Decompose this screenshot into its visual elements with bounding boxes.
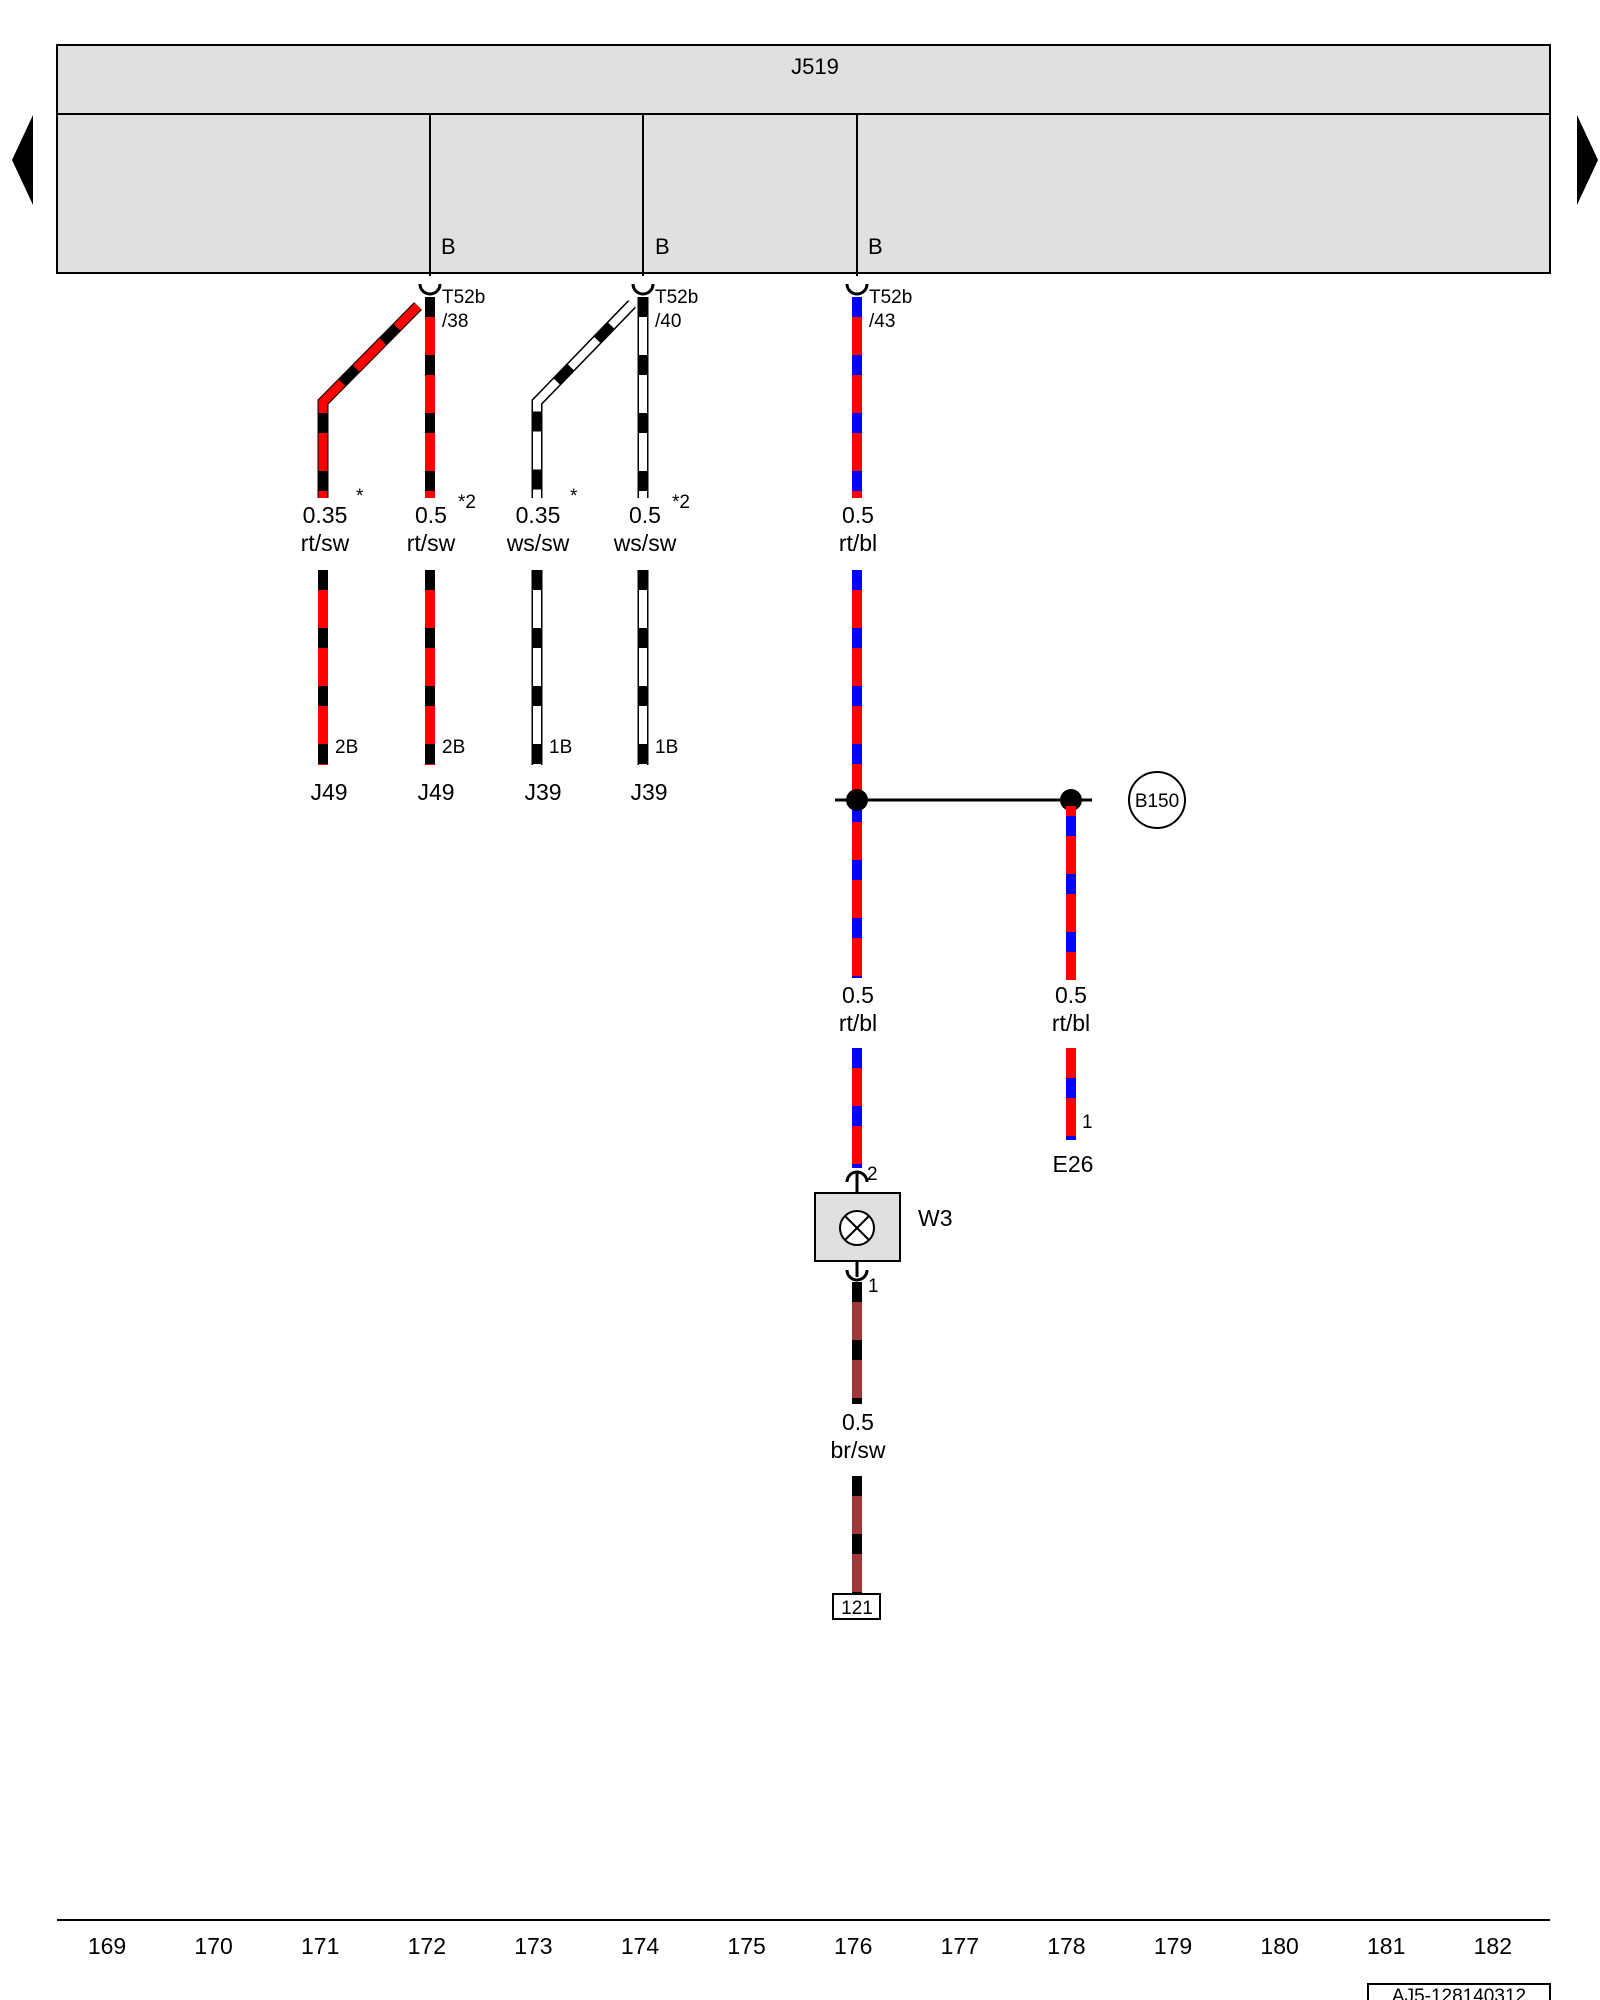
wire-3-stripe	[532, 300, 636, 498]
grid-number: 177	[941, 1933, 979, 1959]
wire-2-color: rt/sw	[407, 530, 456, 556]
connector-pin-number-2: /40	[655, 311, 681, 332]
wire-7-size: 0.5	[1055, 982, 1087, 1008]
grid-number: 175	[727, 1933, 765, 1959]
doc-ref-box	[1367, 1983, 1551, 2000]
grid-number: 181	[1367, 1933, 1405, 1959]
grid-number: 179	[1154, 1933, 1192, 1959]
connector-pin-3	[845, 283, 869, 296]
ground-ref-label: 121	[841, 1598, 873, 1619]
wire-1-note: *	[356, 486, 364, 507]
lamp-pin-bottom: 1	[868, 1276, 879, 1297]
connector-pin-number-3: /43	[869, 311, 895, 332]
splice-ref-circle	[1128, 771, 1186, 829]
wire-3-size: 0.35	[516, 502, 561, 528]
connector-pin-1	[418, 283, 442, 296]
wire-4-color: ws/sw	[613, 530, 677, 556]
wire-5-size: 0.5	[842, 502, 874, 528]
junction-dot-1	[846, 789, 868, 811]
ground-ref-box[interactable]	[832, 1593, 881, 1620]
wire-4-size: 0.5	[629, 502, 661, 528]
wire-3-outline	[531, 300, 636, 498]
wire-4-note: *2	[672, 492, 690, 513]
control-unit-panel	[56, 44, 1551, 274]
grid-number: 180	[1260, 1933, 1298, 1959]
wire-1-color: rt/sw	[301, 530, 350, 556]
wire-6-size: 0.5	[842, 982, 874, 1008]
connector-letter-1: B	[441, 234, 456, 259]
wire-4-end-component: J39	[630, 779, 667, 805]
wire-3-base	[533, 301, 635, 498]
wire-5-color: rt/bl	[839, 530, 877, 556]
control-unit-name: J519	[791, 54, 839, 79]
connector-id-2: T52b	[655, 287, 698, 308]
doc-ref-label: AJ5-128140312	[1392, 1986, 1526, 2000]
grid-number: 173	[514, 1933, 552, 1959]
wire-3-end-component: J39	[524, 779, 561, 805]
wire-3-note: *	[570, 486, 578, 507]
wire-7-end-pin: 1	[1082, 1112, 1093, 1133]
wire-3-end-pin: 1B	[549, 737, 572, 758]
lamp-pin-top: 2	[867, 1164, 878, 1185]
connector-id-1: T52b	[442, 287, 485, 308]
connector-pin-number-1: /38	[442, 311, 468, 332]
connector-pin-2	[631, 283, 655, 296]
wire-1-end-pin: 2B	[335, 737, 358, 758]
triangle-right-icon[interactable]	[1577, 115, 1598, 205]
wire-2-note: *2	[458, 492, 476, 513]
grid-number: 178	[1047, 1933, 1085, 1959]
wire-8-color: br/sw	[831, 1437, 886, 1463]
splice-label: B150	[1135, 791, 1179, 812]
junction-dot-2	[1060, 789, 1082, 811]
connector-letter-3: B	[868, 234, 883, 259]
wire-8-size: 0.5	[842, 1409, 874, 1435]
wire-2-end-component: J49	[417, 779, 454, 805]
wire-2-size: 0.5	[415, 502, 447, 528]
wire-6-color: rt/bl	[839, 1010, 877, 1036]
wire-1-base	[318, 302, 422, 498]
connector-letter-2: B	[655, 234, 670, 259]
lamp-name: W3	[918, 1205, 953, 1231]
connector-id-3: T52b	[869, 287, 912, 308]
grid-number: 169	[88, 1933, 126, 1959]
grid-number: 174	[621, 1933, 660, 1959]
wire-1-size: 0.35	[303, 502, 348, 528]
wire-1-end-component: J49	[310, 779, 347, 805]
grid-number: 171	[301, 1933, 339, 1959]
grid-numbers: 169 170 171 172 173 174 175 176 177 178 179 180 181 1…	[88, 1933, 1512, 1959]
lamp-cross-2	[844, 1215, 870, 1241]
wire-1-outline	[317, 302, 422, 498]
wire-7-color: rt/bl	[1052, 1010, 1090, 1036]
grid-number: 176	[834, 1933, 872, 1959]
triangle-left-icon[interactable]	[12, 115, 33, 205]
wire-1-stripe	[318, 302, 422, 498]
grid-number: 172	[408, 1933, 446, 1959]
grid-number: 182	[1474, 1933, 1512, 1959]
wire-3-color: ws/sw	[506, 530, 570, 556]
wire-2-end-pin: 2B	[442, 737, 465, 758]
lamp-pin-1-cap	[845, 1269, 869, 1282]
grid-number: 170	[194, 1933, 232, 1959]
wire-7-end-component: E26	[1053, 1151, 1094, 1177]
wire-4-end-pin: 1B	[655, 737, 678, 758]
